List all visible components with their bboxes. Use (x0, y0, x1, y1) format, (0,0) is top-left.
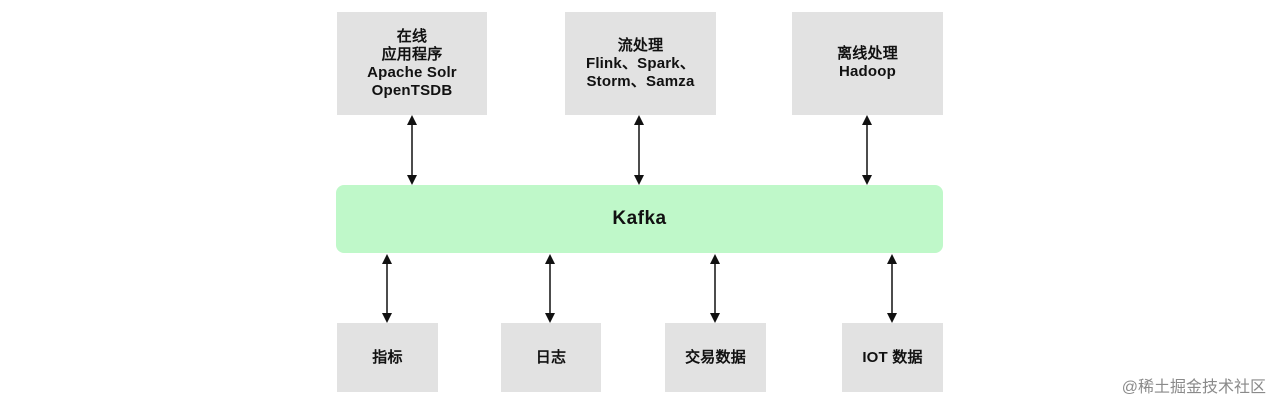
node-transactions-label: 交易数据 (685, 348, 746, 366)
kafka-hub: Kafka (336, 185, 943, 253)
node-iot-data-label: IOT 数据 (862, 348, 923, 366)
node-offline-processing-line-2: Hadoop (838, 63, 897, 80)
node-stream-processing-line-3: Storm、Samza (586, 73, 695, 90)
node-online-apps-line-2: 应用程序 (381, 45, 443, 63)
node-logs-label: 日志 (535, 348, 567, 366)
node-logs: 日志 (501, 323, 601, 392)
node-offline-processing-line-1: 离线处理 (837, 45, 898, 62)
kafka-hub-label: Kafka (612, 208, 667, 229)
node-stream-processing: 流处理 Flink、Spark、 Storm、Samza (565, 12, 716, 115)
node-transactions: 交易数据 (665, 323, 766, 392)
node-online-apps: 在线 应用程序 Apache Solr OpenTSDB (337, 12, 487, 115)
node-metrics-label: 指标 (372, 348, 403, 366)
node-iot-data: IOT 数据 (842, 323, 943, 392)
node-offline-processing: 离线处理 Hadoop (792, 12, 943, 115)
node-stream-processing-line-2: Flink、Spark、 (585, 55, 696, 72)
node-online-apps-line-3: Apache Solr (367, 63, 457, 81)
node-stream-processing-line-1: 流处理 (617, 37, 664, 54)
node-online-apps-line-1: 在线 (396, 27, 428, 45)
source-watermark: @稀土掘金技术社区 (1121, 379, 1266, 396)
node-metrics: 指标 (337, 323, 438, 392)
node-online-apps-line-4: OpenTSDB (371, 81, 453, 99)
